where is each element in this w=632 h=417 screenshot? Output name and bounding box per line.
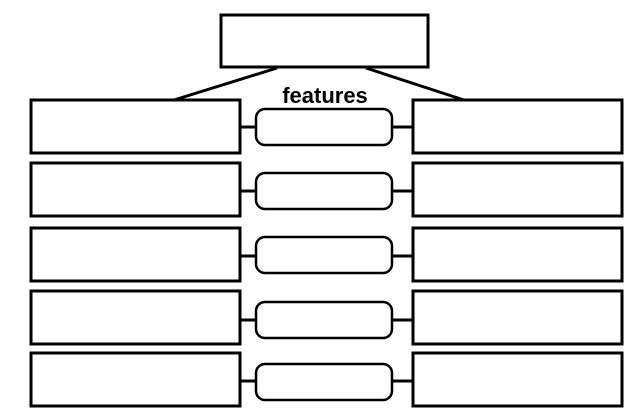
feature-row: [29, 98, 624, 155]
right-box: [411, 98, 624, 155]
center-pill: [254, 171, 394, 211]
center-pill: [254, 107, 394, 147]
branch-line-right: [365, 66, 468, 103]
right-box: [411, 351, 624, 408]
left-box: [29, 161, 242, 218]
feature-row: [29, 289, 624, 346]
right-box: [411, 289, 624, 346]
left-box: [29, 289, 242, 346]
left-box: [29, 226, 242, 283]
left-box: [29, 98, 242, 155]
right-box: [411, 226, 624, 283]
feature-row: [29, 161, 624, 218]
branch-line-left: [173, 66, 278, 102]
right-box: [411, 161, 624, 218]
feature-row: [29, 226, 624, 283]
center-pill: [254, 300, 394, 340]
features-label: features: [282, 83, 368, 108]
center-pill: [254, 362, 394, 402]
center-pill: [254, 235, 394, 275]
feature-row: [29, 351, 624, 408]
left-box: [29, 351, 242, 408]
top-box: [219, 13, 430, 69]
